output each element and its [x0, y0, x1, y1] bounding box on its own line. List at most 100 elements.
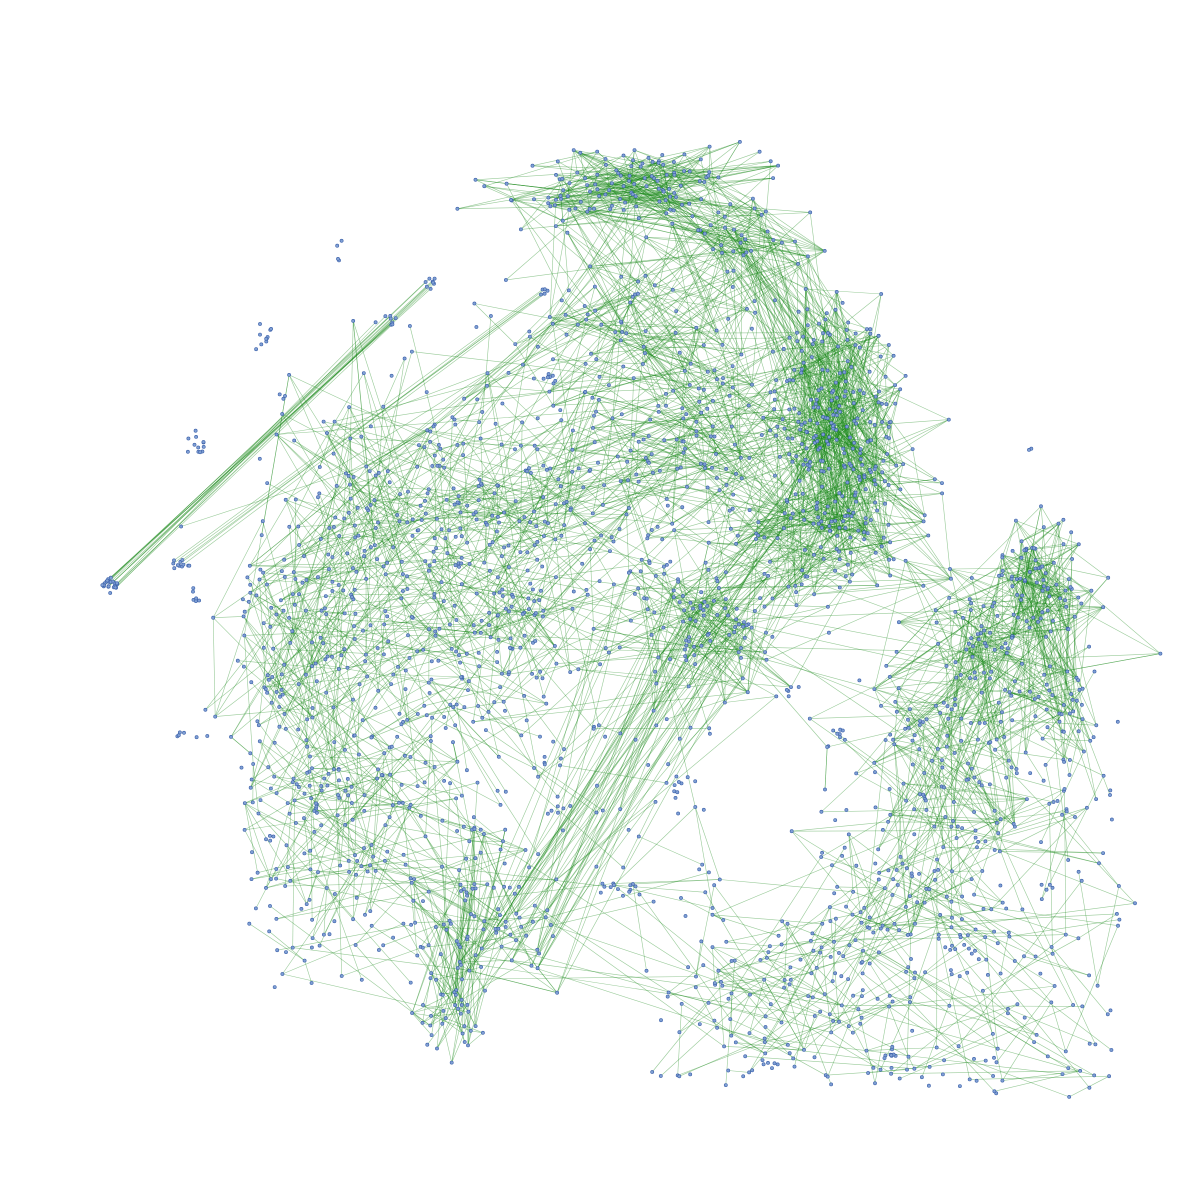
graph-edge	[848, 834, 861, 913]
graph-edge	[836, 347, 861, 440]
graph-edge	[760, 816, 946, 961]
graph-node	[815, 500, 820, 505]
graph-edge	[461, 888, 473, 980]
graph-edge	[819, 447, 925, 516]
graph-edge	[601, 250, 825, 325]
graph-edge	[557, 161, 576, 209]
graph-edge	[488, 616, 544, 713]
graph-edge	[700, 224, 711, 231]
graph-edge	[412, 529, 442, 618]
graph-edge	[587, 286, 596, 315]
graph-edge	[699, 230, 714, 250]
graph-edge	[652, 161, 670, 190]
graph-node	[476, 484, 481, 489]
graph-edge	[475, 954, 532, 966]
graph-edge	[749, 934, 909, 995]
graph-edge	[734, 960, 790, 985]
graph-edge	[292, 594, 356, 856]
graph-edge	[478, 652, 503, 674]
graph-edge	[1045, 718, 1083, 766]
graph-edge	[796, 437, 830, 606]
graph-edge	[573, 149, 613, 184]
graph-node	[261, 570, 266, 575]
graph-edge	[580, 152, 675, 194]
graph-edge	[750, 250, 788, 382]
graph-edge	[906, 637, 1013, 869]
graph-edge	[364, 424, 435, 552]
graph-edge	[289, 802, 403, 814]
graph-edge	[628, 572, 665, 575]
graph-edge	[832, 329, 847, 391]
graph-edge	[549, 263, 799, 392]
graph-node	[795, 330, 799, 335]
graph-edge	[749, 1032, 826, 1076]
graph-edge	[642, 363, 777, 436]
graph-node	[770, 596, 775, 601]
graph-edge	[243, 616, 329, 775]
graph-edge	[849, 391, 880, 464]
graph-edge	[1020, 599, 1079, 681]
graph-edge	[774, 391, 854, 449]
graph-edge	[842, 816, 946, 957]
graph-node	[290, 592, 295, 597]
graph-edge	[674, 529, 1007, 654]
graph-edge	[794, 335, 879, 371]
graph-edge	[425, 561, 435, 595]
graph-node	[558, 193, 563, 198]
graph-node	[350, 595, 354, 599]
graph-edge	[831, 1032, 892, 1074]
graph-edge	[1033, 590, 1066, 618]
graph-edge	[647, 392, 771, 539]
graph-node	[705, 369, 710, 374]
graph-edge	[587, 203, 690, 212]
graph-edge	[954, 704, 1104, 777]
graph-edge	[860, 452, 904, 465]
graph-edge	[817, 291, 837, 424]
graph-node	[745, 306, 749, 311]
graph-edge	[577, 275, 646, 325]
graph-edge	[454, 967, 459, 993]
graph-edge	[867, 344, 890, 442]
graph-edge	[896, 648, 1009, 713]
graph-edge	[733, 229, 809, 257]
graph-edge	[633, 434, 924, 587]
graph-edge	[951, 945, 1035, 1043]
graph-edge	[720, 245, 829, 445]
graph-node	[639, 557, 644, 562]
graph-edge	[323, 844, 372, 935]
graph-edge	[943, 846, 1104, 854]
graph-edge	[788, 453, 890, 560]
graph-edge	[319, 493, 355, 590]
graph-edge	[244, 624, 490, 636]
graph-edge	[522, 364, 704, 391]
graph-edge	[470, 827, 475, 915]
graph-edge	[630, 302, 700, 389]
graph-edge	[611, 183, 632, 193]
graph-edge	[463, 888, 506, 928]
graph-edge	[345, 473, 388, 563]
graph-edge	[855, 492, 878, 586]
graph-edge	[766, 659, 936, 707]
graph-edge	[801, 369, 857, 424]
graph-edge	[722, 318, 729, 345]
graph-edge	[857, 375, 906, 419]
graph-edge	[287, 802, 315, 812]
graph-node	[359, 434, 364, 439]
graph-edge	[1047, 588, 1092, 591]
graph-edge	[852, 891, 952, 928]
graph-edge	[428, 489, 468, 543]
graph-edge	[1051, 1002, 1067, 1052]
graph-edge	[826, 403, 896, 442]
graph-edge	[790, 518, 797, 593]
graph-edge	[726, 914, 853, 943]
graph-edge	[774, 346, 839, 392]
graph-edge	[383, 467, 445, 567]
graph-edge	[361, 865, 473, 889]
graph-edge	[831, 335, 879, 393]
graph-edge	[799, 436, 887, 481]
graph-edge	[774, 328, 868, 400]
graph-node	[615, 454, 620, 459]
graph-edge	[569, 209, 717, 455]
graph-edge	[244, 800, 295, 831]
graph-edge	[554, 202, 626, 206]
